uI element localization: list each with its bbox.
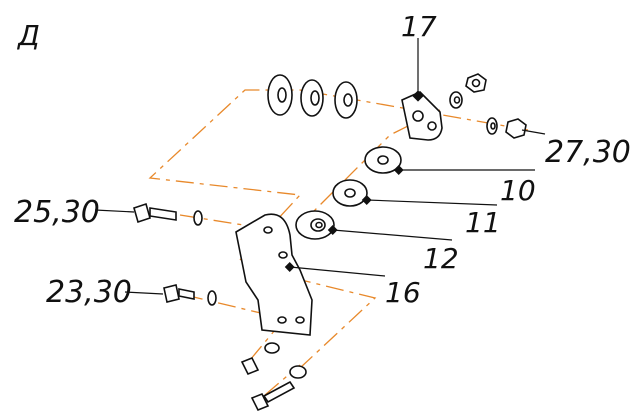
nut-right — [505, 118, 527, 139]
leader-23-30 — [124, 291, 164, 295]
marker-10 — [393, 165, 404, 175]
callout-17: 17 — [401, 10, 437, 43]
bolt-23-head — [163, 284, 180, 303]
washer-small-top-hole — [453, 96, 461, 104]
bracket-17-hole-1 — [412, 110, 424, 122]
washer-11-hole — [344, 188, 356, 198]
bolt-25-washer — [193, 210, 203, 226]
bolt-25-shank — [149, 207, 177, 221]
bottom-bolt-2 — [250, 365, 307, 412]
washer-10 — [364, 146, 402, 174]
bolt-23 — [163, 284, 217, 306]
bottom-bolt-2-head — [250, 392, 270, 412]
callout-16: 16 — [385, 276, 421, 309]
axis-line-washers — [299, 109, 441, 226]
washer-11 — [332, 179, 368, 207]
bracket-16-body — [235, 213, 313, 336]
bracket-17 — [401, 91, 443, 141]
bolt-23-washer — [207, 290, 217, 306]
leader-27-30 — [521, 129, 546, 135]
bottom-bolt-1 — [240, 342, 280, 376]
washer-12 — [295, 210, 335, 240]
bottom-bolt-2-shank — [262, 380, 296, 404]
bolt-23-shank — [178, 288, 195, 300]
washer-small-right-hole — [490, 122, 496, 130]
leader-lines — [94, 38, 546, 295]
leader-16 — [289, 266, 386, 277]
callout-23-30: 23,30 — [46, 275, 132, 310]
washer-top-2-hole — [310, 90, 320, 106]
bracket-16-hole-mid — [278, 251, 288, 259]
leader-25-30 — [94, 209, 135, 213]
callout-labels: 17 10 11 12 16 27,30 25,30 23,30 — [14, 10, 631, 310]
washer-12-hole — [315, 221, 323, 229]
callout-25-30: 25,30 — [14, 195, 100, 230]
washer-group-top — [267, 74, 358, 119]
bottom-bolt-1-washer — [264, 342, 280, 354]
callout-12: 12 — [423, 242, 459, 275]
hardware-right — [449, 73, 527, 139]
bolt-25 — [133, 202, 203, 226]
marker-11 — [361, 195, 372, 205]
axis-line-bolt-23 — [184, 294, 291, 321]
bolt-25-head — [133, 202, 151, 224]
marker-16 — [284, 262, 295, 272]
assembly-axis-lines — [148, 89, 529, 396]
washer-top-3-hole — [343, 93, 353, 107]
bracket-17-hole-2 — [427, 121, 437, 131]
callout-27-30: 27,30 — [545, 135, 631, 170]
marker-12 — [327, 225, 338, 235]
leader-12 — [332, 229, 453, 241]
callout-10: 10 — [500, 174, 536, 207]
bottom-bolt-2-washer — [289, 365, 307, 379]
axis-line-bottom-bolt-1 — [249, 329, 276, 361]
bracket-16-hole-bottom-2 — [295, 316, 305, 324]
bracket-16-hole-bottom-1 — [277, 316, 287, 324]
washer-10-hole — [377, 155, 389, 165]
axis-line-upper — [148, 89, 529, 261]
callout-11: 11 — [465, 206, 501, 239]
view-letter: Д — [16, 19, 40, 52]
washer-top-1-hole — [277, 87, 287, 103]
bracket-16-hole-top — [263, 226, 273, 234]
bracket-16 — [235, 213, 313, 336]
leader-11 — [366, 199, 498, 206]
bottom-bolt-1-head — [240, 356, 260, 376]
nut-top-hole — [471, 78, 481, 88]
